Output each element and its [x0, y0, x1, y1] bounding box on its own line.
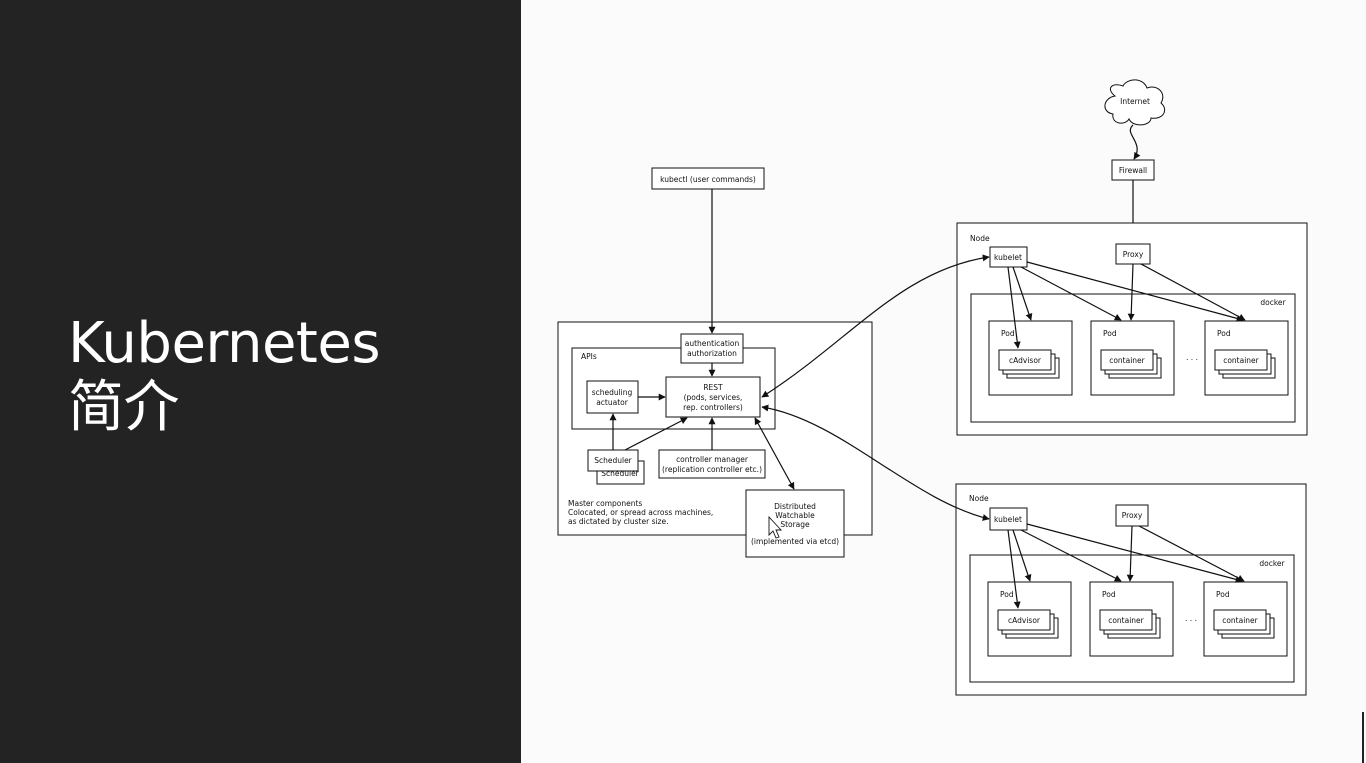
rest-label-line3: rep. controllers) — [683, 403, 743, 412]
arrow-internet-to-firewall — [1129, 124, 1141, 160]
scheduler-box: Scheduler Scheduler — [587, 449, 645, 485]
storage-box: Distributed Watchable Storage (implement… — [745, 489, 845, 558]
apis-label: APIs — [581, 352, 597, 361]
title-panel: Kubernetes 简介 — [0, 0, 521, 763]
node-2-arrow-kubelet-pod3 — [1026, 523, 1243, 583]
internet-label: Internet — [1120, 97, 1150, 106]
node-1-pod-2-inner: container — [1109, 356, 1145, 365]
node-2-docker-container — [969, 554, 1295, 683]
node-2-kubelet-label: kubelet — [994, 515, 1022, 524]
rest-box: REST (pods, services, rep. controllers) — [665, 376, 761, 418]
arrow-scheduler-to-rest — [624, 417, 688, 451]
node-1: Node kubelet Proxy docker Pod cAdvisor P… — [956, 222, 1308, 436]
node-1-arrow-proxy-pod2 — [1127, 263, 1135, 321]
mouse-cursor-icon — [768, 515, 783, 539]
master-note-line2: Colocated, or spread across machines, — [568, 508, 713, 517]
node-1-docker-label: docker — [1260, 298, 1286, 307]
auth-box: authentication authorization — [680, 333, 744, 364]
controller-manager-box: controller manager (replication controll… — [658, 449, 766, 479]
node-1-arrow-kubelet-pod1 — [1012, 266, 1033, 321]
storage-label-line1: Distributed — [774, 502, 816, 511]
scheduler-label: Scheduler — [594, 456, 632, 465]
rest-label-line1: REST — [703, 383, 723, 392]
node-2-proxy-label: Proxy — [1122, 511, 1143, 520]
node-1-arrow-kubelet-cadvisor — [1007, 266, 1021, 349]
node-2-pod-1: Pod cAdvisor — [987, 581, 1072, 657]
master-note-line3: as dictated by cluster size. — [568, 517, 669, 526]
node-1-pod-2: Pod container — [1090, 320, 1175, 396]
node-1-pod-3-inner: container — [1223, 356, 1259, 365]
node-2-ellipsis: . . . — [1185, 614, 1197, 623]
slide-title-line1: Kubernetes — [68, 311, 381, 376]
kubectl-box: kubectl (user commands) — [651, 167, 765, 190]
slide-title: Kubernetes 简介 — [68, 311, 381, 440]
node-1-pod-1-inner: cAdvisor — [1009, 356, 1042, 365]
master-note-line1: Master components — [568, 499, 642, 508]
node-2-label: Node — [969, 494, 989, 503]
node-1-arrow-proxy-pod3 — [1140, 263, 1246, 321]
node-2-pod-1-label: Pod — [1000, 590, 1014, 599]
auth-label-line1: authentication — [685, 339, 740, 348]
scheduling-label-line1: scheduling — [592, 388, 633, 397]
node-1-pod-3-label: Pod — [1217, 329, 1231, 338]
screen-edge-bar — [1362, 712, 1364, 763]
scheduling-actuator-box: scheduling actuator — [586, 380, 639, 414]
node-1-arrow-kubelet-pod2 — [1020, 266, 1122, 321]
node-1-proxy-label: Proxy — [1123, 250, 1144, 259]
node-2-arrow-kubelet-pod1 — [1012, 529, 1032, 582]
storage-label-line2: Watchable — [775, 511, 815, 520]
node-1-arrow-kubelet-pod3 — [1026, 261, 1244, 322]
firewall-box: Firewall — [1111, 159, 1155, 181]
node-1-pod-3: Pod container — [1204, 320, 1289, 396]
diagram-area: kubectl (user commands) APIs authenticat… — [521, 0, 1366, 763]
node-1-kubelet-label: kubelet — [994, 253, 1022, 262]
node-2-arrow-proxy-pod3 — [1138, 525, 1245, 582]
scheduler-label-back: Scheduler — [601, 469, 639, 478]
node-1-ellipsis: . . . — [1186, 353, 1198, 362]
rest-label-line2: (pods, services, — [684, 393, 743, 402]
scheduling-label-line2: actuator — [596, 398, 629, 407]
kubectl-label: kubectl (user commands) — [660, 175, 756, 184]
node-2-pod-3-label: Pod — [1216, 590, 1230, 599]
auth-label-line2: authorization — [687, 349, 737, 358]
controller-label-line2: (replication controller etc.) — [662, 465, 762, 474]
kubernetes-architecture-diagram: kubectl (user commands) APIs authenticat… — [557, 79, 1308, 696]
internet-cloud: Internet — [1104, 79, 1166, 126]
node-2-arrow-kubelet-pod2 — [1020, 529, 1122, 582]
node-1-pod-2-label: Pod — [1103, 329, 1117, 338]
node-2-pod-1-inner: cAdvisor — [1008, 616, 1041, 625]
firewall-label: Firewall — [1119, 166, 1147, 175]
node-2-pod-2: Pod container — [1089, 581, 1174, 657]
node-2: Node kubelet Proxy docker Pod cAdvisor P… — [955, 483, 1307, 696]
node-2-pod-2-inner: container — [1108, 616, 1144, 625]
master-note: Master components Colocated, or spread a… — [568, 499, 713, 526]
node-2-pod-3-inner: container — [1222, 616, 1258, 625]
storage-label-line4: (implemented via etcd) — [751, 537, 839, 546]
storage-label-line3: Storage — [780, 520, 810, 529]
node-2-docker-label: docker — [1259, 559, 1285, 568]
slide-title-line2: 简介 — [68, 375, 180, 440]
arrow-rest-to-node-2-kubelet — [761, 404, 990, 521]
node-1-label: Node — [970, 234, 990, 243]
node-2-arrow-kubelet-cadvisor — [1007, 529, 1021, 609]
node-2-pod-3: Pod container — [1203, 581, 1288, 657]
node-1-pod-1-label: Pod — [1001, 329, 1015, 338]
arrow-rest-to-node-1-kubelet — [761, 254, 990, 398]
node-1-pod-1: Pod cAdvisor — [988, 320, 1073, 396]
node-2-pod-2-label: Pod — [1102, 590, 1116, 599]
controller-label-line1: controller manager — [676, 455, 749, 464]
node-2-arrow-proxy-pod2 — [1126, 525, 1134, 582]
